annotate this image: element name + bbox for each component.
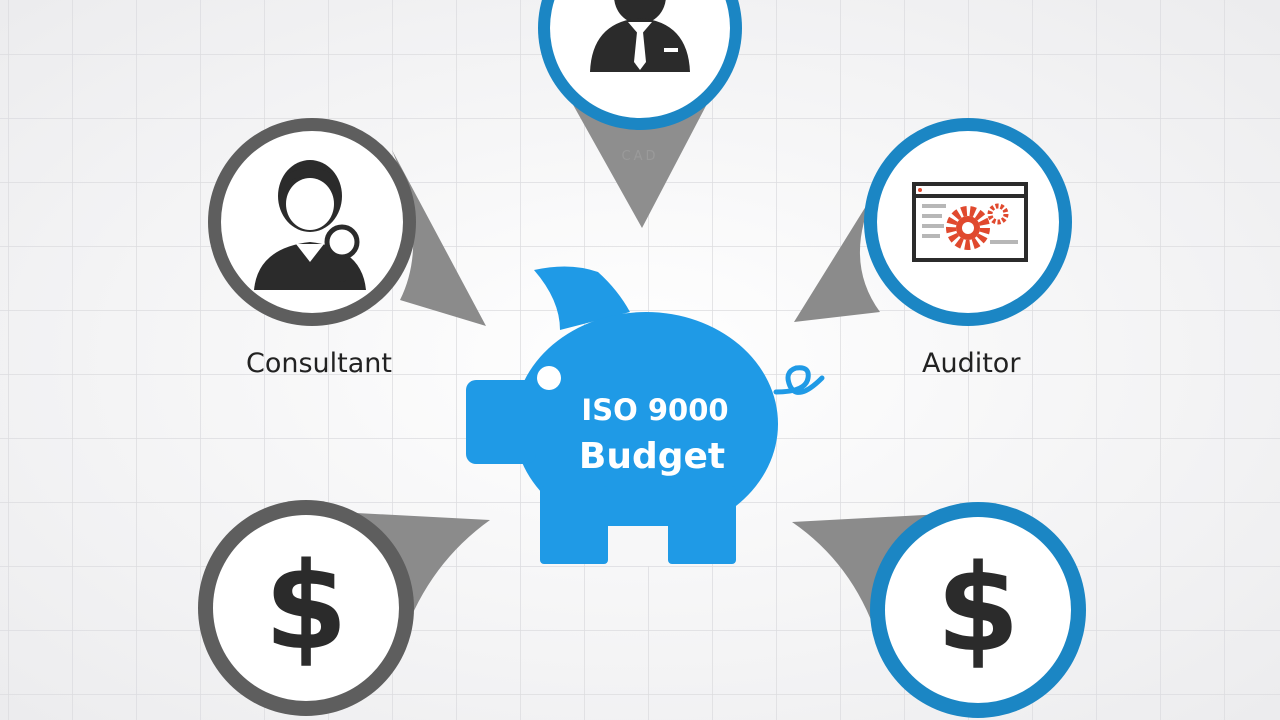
node-auditor (794, 118, 1072, 326)
top-caption: CAD (622, 149, 659, 164)
center-line2: Budget (579, 436, 725, 477)
piggy-tail (773, 365, 825, 395)
center-line1: ISO 9000 (581, 393, 728, 427)
node-consultant (208, 118, 486, 326)
node-cost-right: $ (792, 502, 1086, 718)
auditor-label: Auditor (922, 348, 1021, 379)
piggy-bank: ISO 9000 Budget (466, 266, 825, 566)
node-top: CAD (538, 0, 742, 228)
browser-gear-icon (912, 182, 1028, 262)
consultant-label: Consultant (246, 348, 392, 379)
piggy-body (514, 312, 778, 536)
piggy-leg-right (668, 486, 736, 564)
piggy-ear (534, 266, 630, 330)
pointer-consultant (392, 150, 486, 326)
piggy-snout (466, 380, 536, 464)
piggy-leg-left (540, 486, 608, 564)
pointer-auditor (794, 190, 880, 322)
businessman-icon (590, 0, 690, 72)
consultant-magnifier-icon (254, 160, 366, 290)
piggy-eye (537, 366, 561, 390)
dollar-icon: $ (264, 538, 348, 677)
dollar-icon: $ (936, 540, 1020, 679)
node-cost-left: $ (198, 500, 490, 716)
